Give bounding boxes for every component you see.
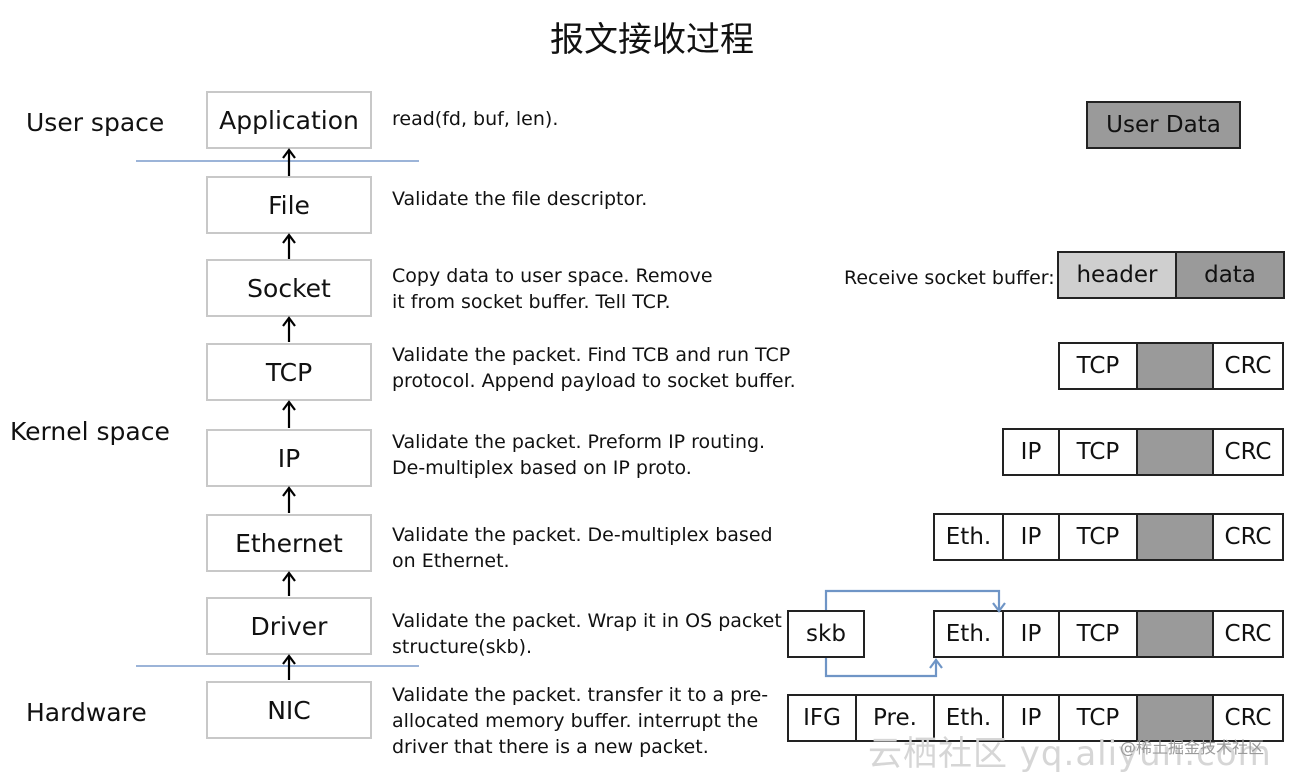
desc-nic: Validate the packet. transfer it to a pr… (392, 682, 768, 760)
desc-application: read(fd, buf, len). (392, 106, 558, 132)
packet-skb: skb (787, 610, 865, 658)
segment-ip: IP (1002, 513, 1060, 561)
segment-tcp: TCP (1058, 513, 1138, 561)
layer-label: Ethernet (235, 528, 343, 558)
desc-line: Validate the file descriptor. (392, 188, 648, 210)
desc-line: read(fd, buf, len). (392, 108, 559, 130)
segment-payload (1136, 342, 1214, 390)
desc-tcp: Validate the packet. Find TCB and run TC… (392, 342, 796, 394)
desc-line: allocated memory buffer. interrupt the (392, 710, 759, 732)
region-kernel-space: Kernel space (10, 417, 170, 446)
layer-application: Application (206, 91, 372, 149)
layer-ip: IP (206, 429, 372, 487)
segment-payload (1136, 694, 1214, 742)
packet-driver: Eth. IP TCP CRC (933, 610, 1284, 658)
desc-line: it from socket buffer. Tell TCP. (392, 291, 671, 313)
segment-tcp: TCP (1058, 610, 1138, 658)
layer-driver: Driver (206, 597, 372, 655)
desc-driver: Validate the packet. Wrap it in OS packe… (392, 608, 782, 660)
packet-ip: IP TCP CRC (1002, 428, 1284, 476)
user-kernel-separator (136, 160, 419, 162)
segment-crc: CRC (1212, 428, 1284, 476)
segment-crc: CRC (1212, 610, 1284, 658)
layer-ethernet: Ethernet (206, 514, 372, 572)
segment-user-data: User Data (1086, 101, 1241, 149)
layer-nic: NIC (206, 681, 372, 739)
layer-label: TCP (265, 357, 313, 387)
desc-line: Copy data to user space. Remove (392, 265, 713, 287)
layer-tcp: TCP (206, 343, 372, 401)
layer-label: Driver (250, 611, 328, 641)
watermark: 云栖社区 yq.aliyun.com (868, 734, 1272, 774)
desc-line: Validate the packet. De-multiplex based (392, 524, 773, 546)
layer-label: IP (277, 443, 301, 473)
layer-label: Socket (247, 273, 331, 303)
segment-crc: CRC (1212, 342, 1284, 390)
kernel-hardware-separator (136, 665, 419, 667)
packet-user-data: User Data (1086, 101, 1241, 149)
layer-label: Application (219, 105, 359, 135)
segment-skb: skb (787, 610, 865, 658)
packet-tcp: TCP CRC (1058, 342, 1284, 390)
desc-line: structure(skb). (392, 636, 533, 658)
desc-line: on Ethernet. (392, 550, 510, 572)
layer-label: File (268, 190, 310, 220)
desc-line: protocol. Append payload to socket buffe… (392, 370, 796, 392)
skb-pointer-arrows-icon (824, 589, 1006, 678)
desc-ethernet: Validate the packet. De-multiplex based … (392, 522, 773, 574)
segment-tcp: TCP (1058, 342, 1138, 390)
segment-payload (1136, 610, 1214, 658)
desc-line: driver that there is a new packet. (392, 736, 709, 758)
layer-label: NIC (267, 695, 311, 725)
packet-ethernet: Eth. IP TCP CRC (933, 513, 1284, 561)
packet-socket-buffer: header data (1057, 251, 1285, 299)
desc-ip: Validate the packet. Preform IP routing.… (392, 429, 765, 481)
region-user-space: User space (26, 108, 165, 137)
desc-line: Validate the packet. transfer it to a pr… (392, 684, 769, 706)
segment-eth: Eth. (933, 694, 1004, 742)
desc-line: De-multiplex based on IP proto. (392, 457, 692, 479)
desc-line: Validate the packet. Find TCB and run TC… (392, 344, 791, 366)
layer-socket: Socket (206, 259, 372, 317)
region-hardware: Hardware (26, 698, 147, 727)
packet-nic: IFG Pre. Eth. IP TCP CRC (787, 694, 1284, 742)
segment-ip: IP (1002, 610, 1060, 658)
segment-crc: CRC (1212, 694, 1284, 742)
segment-payload (1136, 513, 1214, 561)
segment-tcp: TCP (1058, 428, 1138, 476)
segment-eth: Eth. (933, 610, 1004, 658)
watermark-credit: @稀土掘金技术社区 (1120, 738, 1265, 757)
socket-buffer-label: Receive socket buffer: (844, 267, 1055, 289)
desc-line: Validate the packet. Preform IP routing. (392, 431, 766, 453)
diagram-title: 报文接收过程 (550, 20, 754, 60)
desc-socket: Copy data to user space. Remove it from … (392, 263, 713, 315)
segment-header: header (1057, 251, 1177, 299)
segment-crc: CRC (1212, 513, 1284, 561)
segment-data: data (1175, 251, 1285, 299)
segment-payload (1136, 428, 1214, 476)
desc-line: Validate the packet. Wrap it in OS packe… (392, 610, 782, 632)
layer-file: File (206, 176, 372, 234)
segment-eth: Eth. (933, 513, 1004, 561)
segment-ifg: IFG (787, 694, 857, 742)
segment-ip: IP (1002, 428, 1060, 476)
segment-preamble: Pre. (855, 694, 935, 742)
desc-file: Validate the file descriptor. (392, 186, 647, 212)
segment-tcp: TCP (1058, 694, 1138, 742)
